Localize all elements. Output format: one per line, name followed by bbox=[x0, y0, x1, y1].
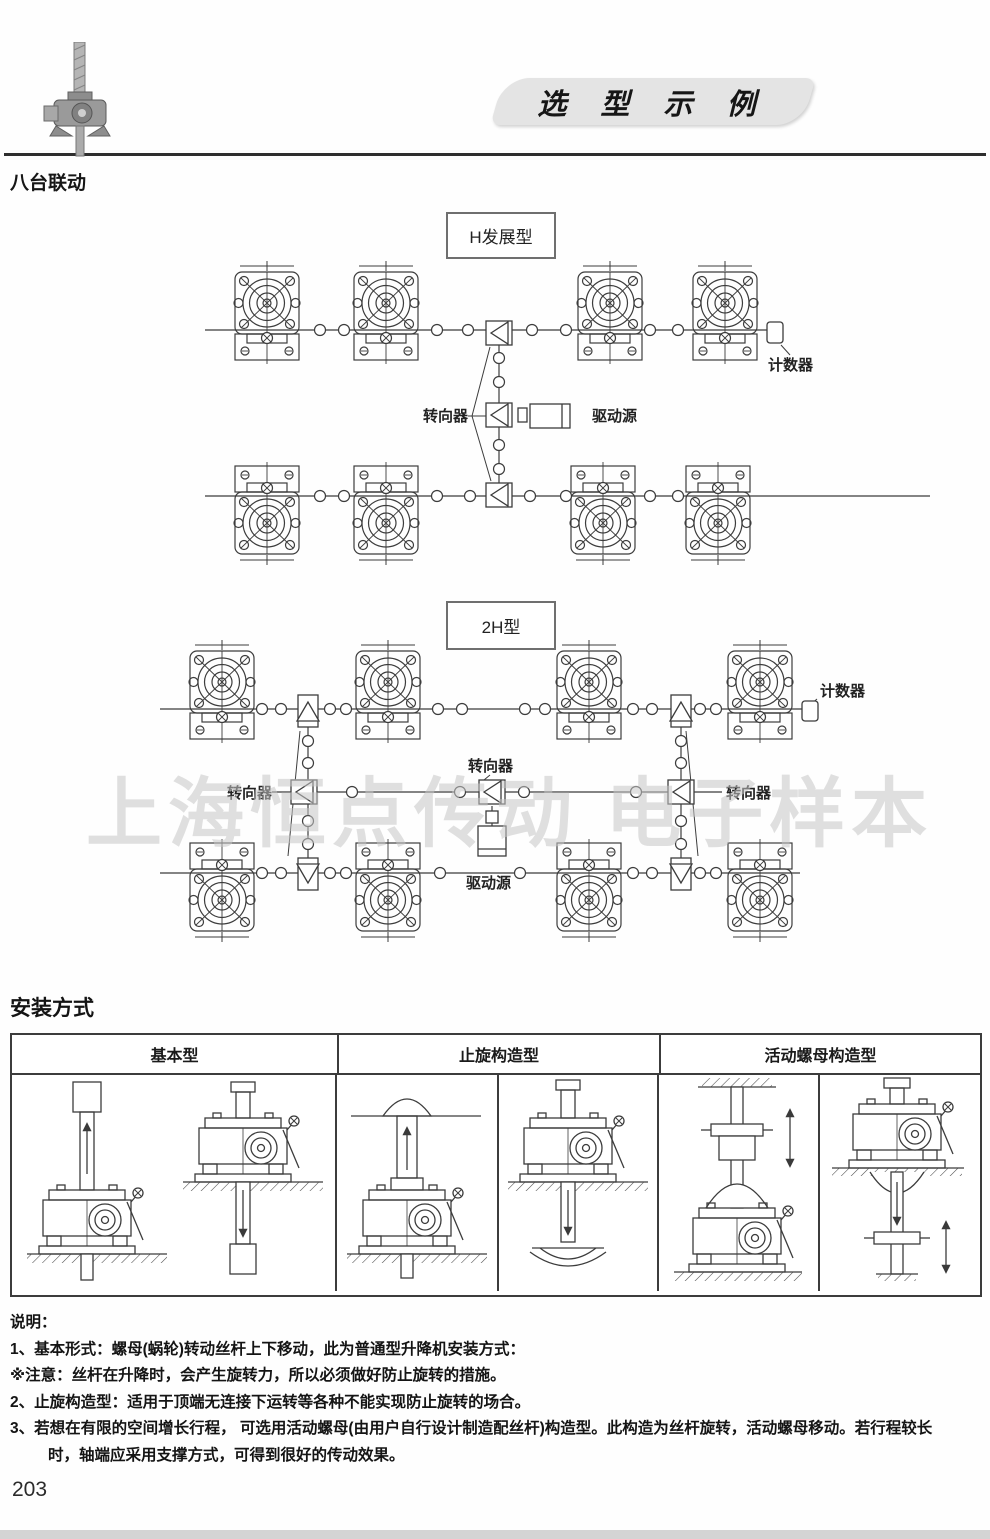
diverter-bottom-left-icon bbox=[296, 857, 320, 891]
banner-title: 选 型 示 例 bbox=[537, 88, 769, 121]
column-header-travelling-nut: 活动螺母构造型 bbox=[764, 1048, 877, 1065]
cell-antirotation-down bbox=[497, 1075, 657, 1291]
section-title-install: 安装方式 bbox=[10, 997, 94, 1020]
page-number: 203 bbox=[12, 1478, 48, 1501]
cell-basic-type bbox=[12, 1075, 335, 1291]
note-line: 时，轴端应采用支撑方式，可得到很好的传动效果。 bbox=[48, 1446, 405, 1464]
gearbox-row-top bbox=[188, 639, 794, 744]
column-header-antirotation: 止旋构造型 bbox=[339, 1035, 661, 1073]
note-line: 1、基本形式：螺母(蜗轮)转动丝杆上下移动，此为普通型升降机安装方式： bbox=[10, 1340, 525, 1358]
gearbox-row-bottom bbox=[233, 461, 752, 566]
shaft-couplings bbox=[255, 702, 723, 880]
notes-title: 说明： bbox=[10, 1314, 57, 1331]
diverter-right-label: 转向器 bbox=[726, 784, 772, 802]
jack-travelling-nut-down-figure bbox=[832, 1077, 964, 1281]
diverter-top-right-icon bbox=[669, 694, 693, 728]
drive-motor-icon bbox=[517, 403, 571, 429]
diverter-mid-right-icon bbox=[667, 779, 695, 805]
h2-type-label-box: 2H型 bbox=[446, 601, 556, 650]
table-divider bbox=[657, 1075, 659, 1291]
h2-type-linkage-diagram: 计数器 转向器 转向器 转向器 驱动源 bbox=[160, 639, 866, 943]
diverter-top-left-icon bbox=[296, 694, 320, 728]
counter-icon bbox=[766, 321, 784, 344]
cell-antirotation-up bbox=[335, 1075, 497, 1291]
jack-basic-screw-down-figure bbox=[182, 1081, 323, 1275]
jack-travelling-nut-ceiling-figure bbox=[673, 1078, 802, 1281]
diverter-label: 转向器 bbox=[423, 407, 469, 425]
diverter-center-label: 转向器 bbox=[468, 757, 514, 775]
h-type-label-box: H发展型 bbox=[446, 212, 556, 259]
note-line: 3、若想在有限的空间增长行程， 可选用活动螺母(由用户自行设计制造配丝杆)构造型… bbox=[10, 1420, 933, 1437]
cell-travelling-nut-down bbox=[818, 1075, 978, 1291]
h-type-linkage-diagram: 转向器 驱动源 计数器 bbox=[205, 260, 930, 566]
jack-antirotation-screw-up-figure bbox=[347, 1098, 487, 1279]
section-title-linkage: 八台联动 bbox=[10, 173, 87, 194]
counter-label: 计数器 bbox=[820, 682, 866, 700]
shaft-couplings bbox=[313, 323, 685, 503]
screw-jack-logo-image bbox=[43, 42, 111, 157]
jack-antirotation-screw-down-figure bbox=[508, 1079, 648, 1267]
table-divider bbox=[497, 1075, 499, 1291]
note-line: ※注意：丝杆在升降时，会产生旋转力，所以必须做好防止旋转的措施。 bbox=[10, 1367, 506, 1384]
banner: 选 型 示 例 bbox=[490, 78, 816, 125]
counter-icon bbox=[801, 700, 819, 722]
diverter-bottom-right-icon bbox=[669, 857, 693, 891]
install-table-body bbox=[12, 1075, 980, 1291]
diverter-bottom-icon bbox=[485, 482, 513, 508]
cell-travelling-nut-ceiling bbox=[657, 1075, 818, 1291]
drive-label: 驱动源 bbox=[592, 407, 637, 425]
table-divider bbox=[335, 1075, 337, 1291]
drive-motor-icon bbox=[477, 810, 507, 857]
column-header-basic: 基本型 bbox=[12, 1035, 339, 1073]
diverter-top-icon bbox=[485, 320, 513, 346]
diverter-middle-icon bbox=[485, 402, 513, 428]
install-table: 基本型 止旋构造型 活动螺母构造型 bbox=[10, 1033, 982, 1297]
page-bottom-edge bbox=[0, 1530, 990, 1539]
counter-label: 计数器 bbox=[768, 356, 814, 374]
diverter-left-label: 转向器 bbox=[227, 784, 273, 802]
gearbox-row-top bbox=[233, 260, 759, 365]
install-table-header: 基本型 止旋构造型 活动螺母构造型 bbox=[12, 1035, 980, 1075]
drive-label: 驱动源 bbox=[466, 874, 511, 892]
header-divider bbox=[4, 153, 986, 156]
diverter-mid-center-icon bbox=[478, 779, 506, 805]
jack-basic-screw-up-figure bbox=[26, 1081, 167, 1281]
note-line: 2、止旋构造型：适用于顶端无连接下运转等各种不能实现防止旋转的场合。 bbox=[10, 1393, 531, 1411]
diverter-mid-left-icon bbox=[290, 779, 318, 805]
table-divider bbox=[818, 1075, 820, 1291]
notes-block: 说明： 1、基本形式：螺母(蜗轮)转动丝杆上下移动，此为普通型升降机安装方式： … bbox=[10, 1310, 980, 1469]
